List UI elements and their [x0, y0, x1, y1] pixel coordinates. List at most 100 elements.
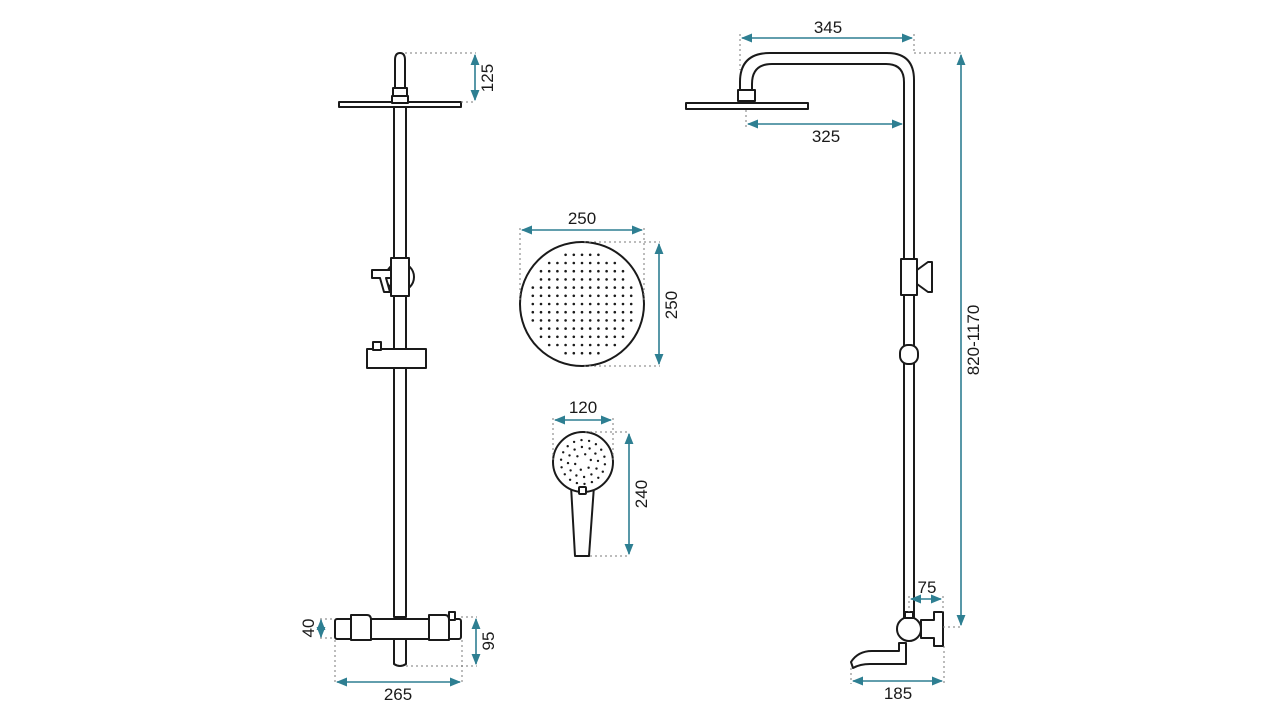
- rain-nozzle-dot: [613, 261, 617, 265]
- rain-nozzle-dot: [556, 319, 559, 322]
- rain-nozzle-dot: [597, 302, 600, 306]
- side-spout: [850, 642, 907, 669]
- rain-head-width-label: 250: [568, 209, 596, 228]
- rain-nozzle-dot: [597, 343, 600, 347]
- rain-nozzle-dot: [613, 327, 617, 330]
- rain-nozzle-dot: [564, 269, 567, 273]
- rain-nozzle-dot: [580, 310, 584, 314]
- rain-nozzle-dot: [547, 319, 551, 322]
- rain-nozzle-dot: [539, 319, 543, 322]
- rain-nozzle-dot: [621, 310, 625, 314]
- hand-nozzle-dot: [596, 459, 600, 463]
- side-overhead-arm-inner: [751, 63, 905, 621]
- side-wall-offset-label: 75: [918, 578, 937, 597]
- front-spout: [393, 638, 407, 667]
- rain-nozzle-dot: [588, 302, 592, 306]
- rain-nozzle-dot: [605, 261, 608, 265]
- rain-nozzle-dot: [564, 286, 567, 289]
- rain-nozzle-dot: [621, 335, 625, 339]
- front-top-pipe: [394, 52, 406, 89]
- rain-nozzle-dot: [588, 269, 592, 273]
- hand-shower-width-label: 120: [569, 398, 597, 417]
- rain-nozzle-dot: [580, 327, 584, 330]
- front-view: 125 40 95 265: [299, 52, 498, 704]
- rain-nozzle-dot: [564, 351, 567, 355]
- rain-nozzle-dot: [629, 302, 633, 306]
- hand-shower-nozzles: [559, 438, 607, 486]
- rain-nozzle-dot: [597, 351, 600, 355]
- front-diverter-lever: [371, 269, 392, 293]
- rain-nozzle-dot: [564, 327, 567, 330]
- rain-nozzle-dot: [556, 294, 559, 298]
- rain-nozzle-dot: [605, 269, 608, 273]
- rain-nozzle-dot: [588, 310, 592, 314]
- rain-nozzle-dot: [597, 294, 600, 298]
- hand-nozzle-dot: [559, 458, 563, 461]
- rain-nozzle-dot: [629, 319, 633, 322]
- rain-nozzle-dot: [556, 327, 559, 330]
- hand-nozzle-dot: [568, 454, 571, 457]
- hand-nozzle-dot: [573, 448, 576, 451]
- rain-nozzle-dot: [547, 261, 551, 265]
- rain-nozzle-dot: [572, 278, 576, 281]
- rain-nozzle-dot: [547, 302, 551, 306]
- hand-nozzle-dot: [579, 468, 582, 471]
- rain-nozzle-dot: [547, 335, 551, 339]
- side-rain-head-plate: [685, 102, 809, 110]
- rain-nozzle-dot: [588, 351, 592, 355]
- rain-nozzle-dot: [605, 286, 608, 289]
- rain-nozzle-dot: [580, 335, 584, 339]
- rain-nozzle-dot: [588, 343, 592, 347]
- rain-nozzle-dot: [580, 319, 584, 322]
- rain-nozzle-dot: [531, 319, 535, 322]
- hand-nozzle-dot: [568, 478, 572, 481]
- rain-nozzle-dot: [629, 286, 633, 289]
- front-slider-holder: [366, 348, 427, 369]
- hand-nozzle-dot: [582, 475, 586, 479]
- rain-head-nozzles: [531, 253, 633, 355]
- rain-nozzle-dot: [556, 335, 559, 339]
- hand-nozzle-dot: [587, 439, 591, 443]
- rain-nozzle-dot: [613, 302, 617, 306]
- rain-nozzle-dot: [580, 269, 584, 273]
- rain-nozzle-dot: [556, 269, 559, 273]
- hand-nozzle-dot: [587, 466, 590, 469]
- rain-nozzle-dot: [572, 343, 576, 347]
- side-slider-holder: [899, 344, 919, 365]
- front-mixer-right-handle: [428, 614, 450, 641]
- rain-nozzle-dot: [572, 319, 576, 322]
- hand-nozzle-dot: [603, 455, 606, 458]
- front-mixer-button: [448, 611, 456, 621]
- rain-nozzle-dot: [547, 310, 551, 314]
- rain-nozzle-dot: [588, 327, 592, 330]
- front-mixer-width-label: 265: [384, 685, 412, 704]
- hand-shower-handle: [570, 485, 595, 557]
- hand-nozzle-dot: [569, 469, 572, 472]
- rain-nozzle-dot: [621, 319, 625, 322]
- rain-nozzle-dot: [613, 269, 617, 273]
- rain-nozzle-dot: [572, 335, 576, 339]
- hand-nozzle-dot: [576, 455, 579, 458]
- rain-nozzle-dot: [613, 335, 617, 339]
- hand-nozzle-dot: [589, 458, 592, 462]
- side-overhead-arm-outer: [739, 52, 915, 621]
- hand-nozzle-dot: [594, 443, 598, 446]
- hand-nozzle-dot: [574, 462, 577, 466]
- side-mixer-handle: [920, 611, 944, 647]
- rain-nozzle-dot: [547, 278, 551, 281]
- rain-nozzle-dot: [539, 278, 543, 281]
- rain-nozzle-dot: [564, 302, 567, 306]
- rain-nozzle-dot: [539, 327, 543, 330]
- rain-nozzle-dot: [547, 294, 551, 298]
- hand-nozzle-dot: [590, 473, 593, 476]
- rain-nozzle-dot: [580, 302, 584, 306]
- rain-nozzle-dot: [597, 335, 600, 339]
- side-diverter-body: [900, 258, 918, 296]
- rain-nozzle-dot: [580, 343, 584, 347]
- rain-nozzle-dot: [564, 253, 567, 257]
- rain-nozzle-dot: [597, 269, 600, 273]
- rain-nozzle-dot: [556, 302, 559, 306]
- hand-nozzle-dot: [584, 453, 587, 456]
- rain-nozzle-dot: [588, 286, 592, 289]
